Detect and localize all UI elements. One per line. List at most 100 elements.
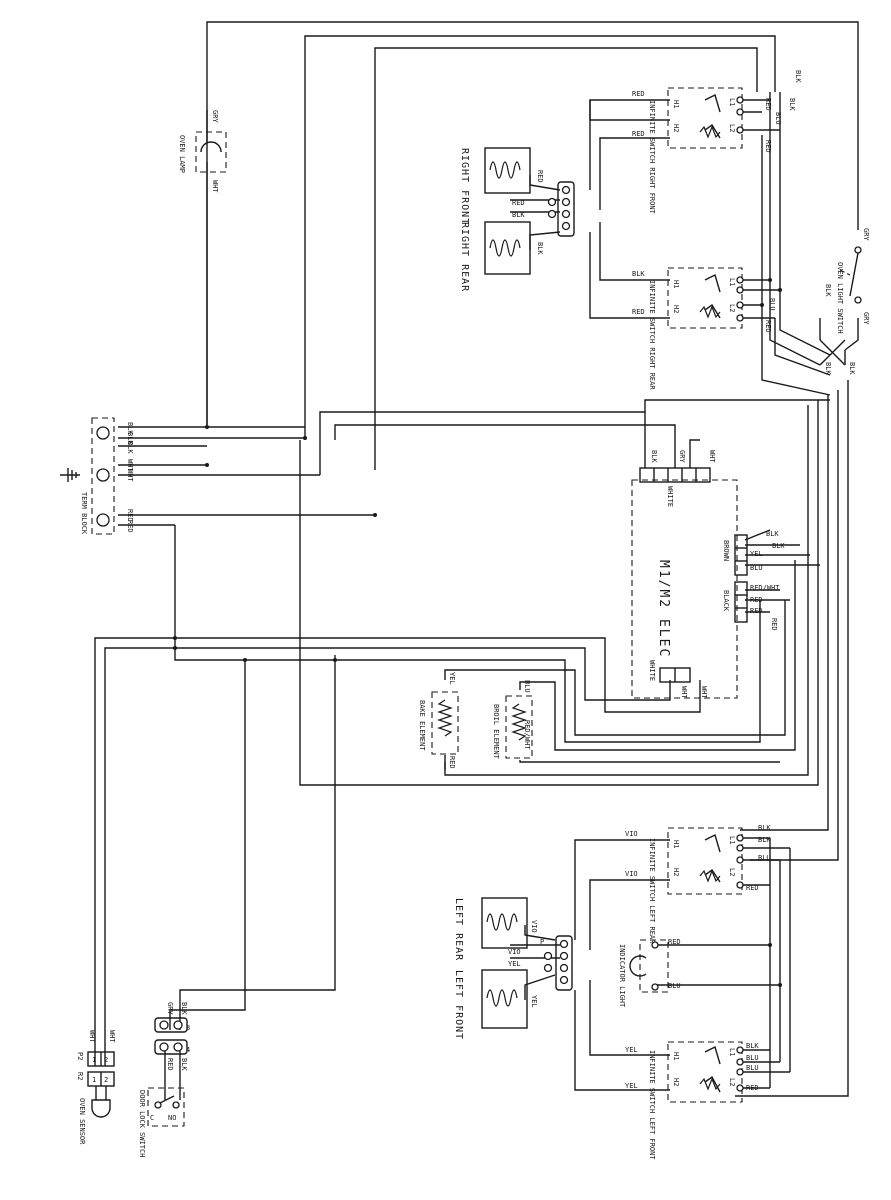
infinite-switch-right-front: INFINITE SWITCH RIGHT FRONT H1 H2 L1 L2 …: [632, 70, 802, 215]
terminal-2: 2: [104, 1076, 108, 1084]
wire-label-blk: BLK: [126, 422, 134, 435]
wire-label-blk: BLK: [650, 450, 658, 463]
control-label: M1/M2 ELEC: [656, 560, 671, 658]
connector-white: WHITE: [666, 486, 674, 507]
wire-label-grey: GRY: [166, 1002, 174, 1015]
wire-label-blk: BLK: [126, 432, 134, 445]
wire-label-red-wht: RED/WHT: [750, 584, 780, 592]
wire-label-red: RED: [126, 509, 134, 522]
broil-element: BROIL ELEMENT BLU RED/WHT: [492, 680, 533, 760]
wire-label-vio: VIO: [530, 920, 538, 933]
wire-label-yel: YEL: [625, 1082, 638, 1090]
wire-label-wht: WHT: [108, 1030, 116, 1043]
wire-label-blu: BLU: [523, 680, 531, 693]
wire-label-grey: GRY: [862, 312, 870, 325]
wire-label-wht: WHT: [708, 450, 716, 463]
terminal-4: 4: [186, 1046, 190, 1054]
wire-label-blk: BLK: [824, 284, 832, 297]
terminal-l2: L2: [728, 868, 736, 876]
infinite-switch-left-rear: INFINITE SWITCH LEFT REAR H1 H2 L1 L2 VI…: [625, 824, 771, 944]
oven-lamp: OVEN LAMP GRY WHT: [178, 110, 227, 425]
right-rear-element: RIGHT REAR BLK: [459, 221, 544, 292]
wire-label-blk: BLK: [758, 824, 771, 832]
terminal-h2: H2: [672, 1078, 680, 1086]
wire-label-wht: WHT: [126, 459, 134, 472]
oven-sensor: 1 2 1 2 P2 R2 OVEN SENSOR WHT WHT: [76, 1030, 116, 1145]
oven-lamp-label: OVEN LAMP: [178, 135, 186, 173]
wire-label-red: RED: [764, 98, 772, 111]
wire-label-red: RED: [750, 607, 763, 615]
junction-dots: [173, 278, 782, 987]
wire-label-red-wht: RED/WHT: [523, 720, 531, 750]
wire-label-wht: WHT: [700, 686, 708, 699]
terminal-no: NO: [168, 1114, 176, 1122]
connector-black: BLACK: [722, 590, 730, 612]
wire-label-red: RED: [126, 520, 134, 533]
wire-label-blk: BLK: [536, 242, 544, 255]
wire-label-blk: BLK: [794, 70, 802, 83]
right-terminal-strip: RED BLK: [512, 181, 575, 237]
switch-label: INFINITE SWITCH RIGHT REAR: [648, 280, 656, 390]
terminal-3: 3: [186, 1024, 190, 1032]
right-rear-label: RIGHT REAR: [459, 222, 470, 292]
left-terminal-strip: VIO YEL P: [508, 935, 573, 991]
wire-label-yel: YEL: [625, 1046, 638, 1054]
right-front-element: RIGHT FRONT RED: [459, 147, 544, 225]
wire-label-red: RED: [764, 320, 772, 333]
terminal-2: 2: [104, 1056, 108, 1064]
wire-label-red: RED: [632, 130, 645, 138]
wire-label-wht: WHT: [126, 469, 134, 482]
terminal-p: P: [540, 938, 544, 946]
terminal-l1: L1: [728, 278, 736, 286]
wire-label-blu: BLU: [750, 564, 763, 572]
wire-label-vio: VIO: [508, 948, 521, 956]
wire-label-red: RED: [668, 938, 681, 946]
wire-label-blk: BLK: [772, 542, 785, 550]
wire-label-blk: BLK: [788, 98, 796, 111]
oven-light-switch: OVEN LIGHT SWITCH GRY GRY BLK BLK BLK: [819, 228, 870, 375]
terminal-l2: L2: [728, 304, 736, 312]
wire-label-blu: BLU: [746, 1054, 759, 1062]
term-block-label: TERM BLOCK: [80, 492, 88, 535]
terminal-l1: L1: [728, 836, 736, 844]
bake-element: BAKE ELEMENT YEL RED: [418, 672, 459, 769]
infinite-switch-right-rear: INFINITE SWITCH RIGHT REAR H1 H2 L1 L2 B…: [632, 267, 776, 390]
terminal-p2: P2: [76, 1052, 84, 1060]
wire-label-red: RED: [746, 1084, 759, 1092]
terminal-h1: H1: [672, 1052, 680, 1060]
wire-label-blk: BLK: [758, 836, 771, 844]
oven-sensor-label: OVEN SENSOR: [78, 1098, 86, 1145]
infinite-switch-left-front: INFINITE SWITCH LEFT FRONT H1 H2 L1 L2 Y…: [625, 1041, 759, 1160]
oven-light-switch-label: OVEN LIGHT SWITCH: [836, 262, 844, 334]
wire-label-red: RED: [448, 756, 456, 769]
wire-label-red: RED: [764, 140, 772, 153]
terminal-h2: H2: [672, 868, 680, 876]
left-rear-element: LEFT REAR VIO: [453, 897, 538, 961]
wire-label-grey: GRY: [862, 228, 870, 241]
terminal-h2: H2: [672, 305, 680, 313]
wire-label-wht: WHT: [88, 1030, 96, 1043]
connector-brown: BROWN: [722, 540, 730, 561]
left-rear-label: LEFT REAR: [453, 898, 464, 961]
door-lock-switch: DOOR LOCK SWITCH C NO: [138, 1087, 185, 1157]
terminal-1: 1: [92, 1056, 96, 1064]
terminal-h1: H1: [672, 280, 680, 288]
indicator-light: INDICATOR LIGHT RED BLU: [618, 938, 681, 1008]
wire-label-wht: WHT: [211, 180, 219, 193]
terminal-l2: L2: [728, 1078, 736, 1086]
wire-label-red: RED: [632, 90, 645, 98]
wire-label-yel: YEL: [750, 550, 763, 558]
wire-label-red: RED: [536, 170, 544, 183]
wire-label-blu: BLU: [774, 112, 782, 125]
wire-label-wht: WHT: [680, 686, 688, 699]
terminal-l2: L2: [728, 124, 736, 132]
control-m1m2: M1/M2 ELEC WHITE BLK GRY WHT BROWN BLK Y…: [631, 450, 785, 699]
terminal-c: C: [150, 1114, 154, 1122]
switch-label: INFINITE SWITCH LEFT FRONT: [648, 1050, 656, 1160]
left-front-element: LEFT FRONT YEL: [453, 969, 538, 1040]
wire-label-blk: BLK: [824, 362, 832, 375]
wire-label-red: RED: [770, 618, 778, 631]
door-lock-connectors: GRY BLK RED BLK 3 4: [154, 1002, 190, 1071]
terminal-h2: H2: [672, 124, 680, 132]
